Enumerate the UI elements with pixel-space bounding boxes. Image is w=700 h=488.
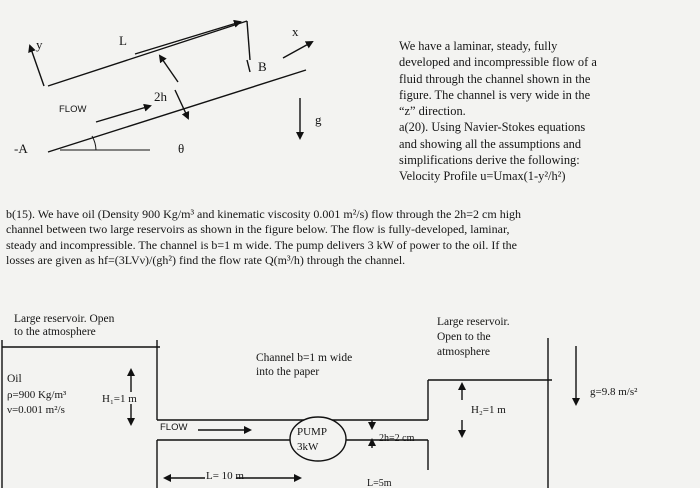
- partial-length-label: L=5m: [367, 478, 392, 488]
- gravity-label: g: [315, 112, 322, 127]
- left-reservoir-label: Large reservoir. Open: [14, 313, 115, 325]
- problem-a-text: We have a laminar, steady, fully develop…: [399, 38, 691, 185]
- problem-a-line: “z” direction.: [399, 104, 466, 119]
- problem-a-line: We have a laminar, steady, fully: [399, 39, 558, 53]
- channel-note: Channel b=1 m wide: [256, 352, 353, 364]
- length-value: L= 10 m: [206, 470, 244, 482]
- angle-label: θ: [178, 141, 185, 156]
- point-b-label: B: [258, 59, 267, 74]
- x-axis-arrow: [282, 41, 314, 59]
- problem-a-line: developed and incompressible flow of a: [399, 55, 597, 70]
- oil-density: ρ=900 Kg/m³: [7, 389, 67, 401]
- problem-a-line: figure. The channel is very wide in the: [399, 87, 591, 102]
- height-label: 2h: [154, 89, 167, 104]
- left-reservoir-label: to the atmosphere: [14, 326, 96, 338]
- length-label: L: [119, 33, 127, 48]
- flow-label: FLOW: [59, 104, 87, 115]
- point-a-label: -A: [14, 141, 28, 156]
- gravity-value: g=9.8 m/s²: [590, 386, 638, 398]
- pump-label: PUMP: [297, 426, 327, 438]
- problem-a-line: a(20). Using Navier-Stokes equations: [399, 120, 586, 135]
- velocity-profile-line: Velocity Profile u=Umax(1-y²/h²): [399, 169, 566, 184]
- oil-label: Oil: [7, 373, 22, 385]
- right-reservoir-label: atmosphere: [437, 346, 491, 358]
- problem-b-line: b(15). We have oil (Density 900 Kg/m³ an…: [6, 207, 522, 221]
- problem-b-line: steady and incompressible. The channel i…: [6, 237, 517, 252]
- right-reservoir-label: Open to the: [437, 331, 491, 343]
- y-axis-label: y: [36, 37, 43, 52]
- channel-note: into the paper: [256, 366, 320, 378]
- channel-top-wall: [47, 20, 248, 87]
- problem-b-line: losses are given as hf=(3LVν)/(gh²) find…: [6, 253, 406, 268]
- problem-a-line: and showing all the assumptions and: [399, 136, 582, 151]
- h2-label: H₂=1 m: [471, 404, 506, 416]
- channel-height-label: 2h=2 cm: [379, 433, 415, 444]
- problem-a-line: fluid through the channel shown in the: [399, 71, 591, 86]
- flow-arrow: [95, 103, 152, 123]
- pump-power: 3kW: [297, 441, 319, 453]
- y-axis-arrow: [28, 44, 45, 87]
- right-reservoir-label: Large reservoir.: [437, 316, 510, 328]
- problem-b-line: channel between two large reservoirs as …: [6, 222, 510, 237]
- x-axis-label: x: [292, 24, 299, 39]
- problem-b-text: b(15). We have oil (Density 900 Kg/m³ an…: [6, 207, 696, 269]
- oil-viscosity: ν=0.001 m²/s: [7, 404, 65, 416]
- problem-a-line: simplifications derive the following:: [399, 153, 580, 168]
- h1-label: H₁=1 m: [102, 393, 137, 405]
- bottom-flow-label: FLOW: [160, 422, 188, 433]
- length-arrow: [134, 19, 242, 55]
- channel-bottom-wall: [47, 69, 307, 153]
- pump-symbol: [289, 416, 347, 462]
